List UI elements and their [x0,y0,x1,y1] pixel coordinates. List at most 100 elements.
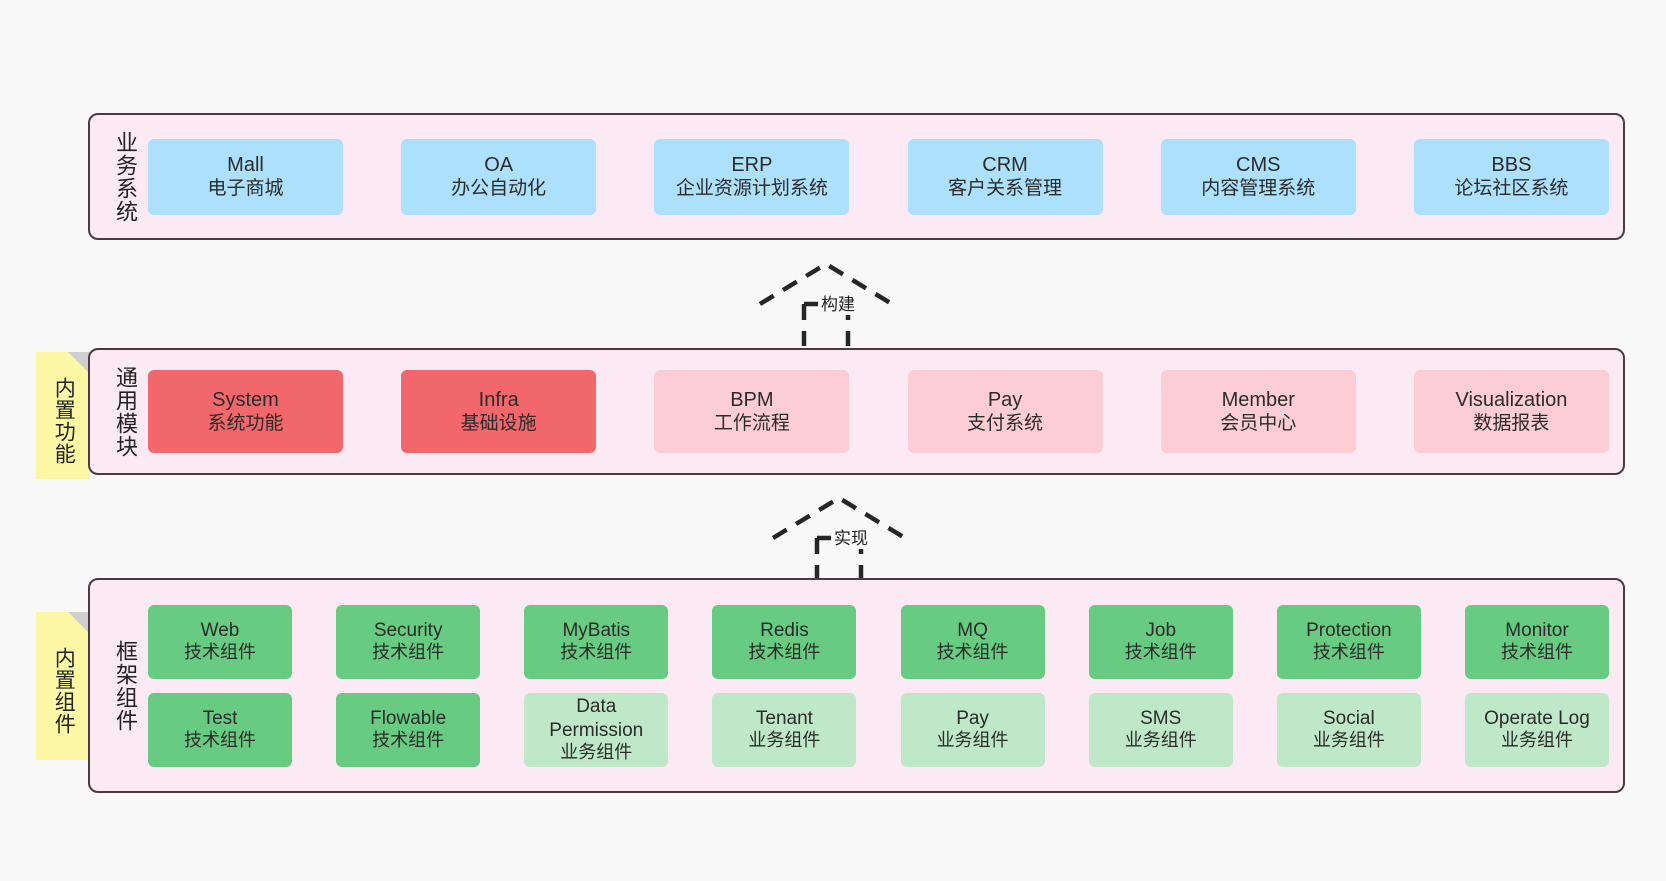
box-cn-label: 业务组件 [748,730,821,751]
component-box-web[interactable]: Web 技术组件 [148,604,292,679]
arrow-implement: 实现 [765,492,925,582]
box-en-label: SMS [1140,707,1182,729]
box-cn-label: 客户关系管理 [948,178,1063,200]
framework-column: MyBatis 技术组件 Data Permission 业务组件 [524,604,669,767]
layer-title-framework: 框架组件 [113,639,138,732]
component-box-job[interactable]: Job 技术组件 [1088,604,1233,679]
box-en-label: Redis [760,619,809,641]
box-cn-label: 技术组件 [1124,642,1197,663]
arrow-build: 构建 [752,258,912,348]
component-box-security[interactable]: Security 技术组件 [336,604,481,679]
note-fold-icon [68,352,90,374]
box-cn-label: 论坛社区系统 [1454,178,1569,200]
component-box-pay[interactable]: Pay 业务组件 [900,692,1045,767]
box-en-label: ERP [731,153,773,176]
note-builtin-components: 内置组件 [36,612,90,760]
layer-framework-components: 框架组件 Web 技术组件 Test 技术组件 Security 技术组件 Fl… [88,578,1625,793]
box-en-label: System [212,388,279,411]
component-box-tenant[interactable]: Tenant 业务组件 [712,692,857,767]
component-box-data-permission[interactable]: Data Permission 业务组件 [524,692,669,767]
box-en-label: Test [202,707,238,729]
box-en-label: Social [1322,707,1375,729]
business-box-crm[interactable]: CRM 客户关系管理 [907,138,1103,215]
box-en-label: Visualization [1455,388,1568,411]
box-cn-label: 技术组件 [372,730,445,751]
framework-column: Security 技术组件 Flowable 技术组件 [336,604,481,767]
box-cn-label: 工作流程 [713,413,790,435]
box-cn-label: 业务组件 [936,730,1009,751]
component-box-monitor[interactable]: Monitor 技术组件 [1464,604,1609,679]
box-en-label: Flowable [370,707,447,729]
arrow-build-label: 构建 [818,290,858,315]
box-en-label: BPM [730,388,774,411]
box-en-label: Security [373,619,443,641]
component-box-flowable[interactable]: Flowable 技术组件 [336,692,481,767]
component-box-mybatis[interactable]: MyBatis 技术组件 [524,604,669,679]
module-box-bpm[interactable]: BPM 工作流程 [654,370,850,453]
framework-box-grid: Web 技术组件 Test 技术组件 Security 技术组件 Flowabl… [138,604,1623,767]
component-box-social[interactable]: Social 业务组件 [1276,692,1421,767]
box-en-label: Tenant [755,707,813,729]
common-box-list: System 系统功能 Infra 基础设施 BPM 工作流程 Pay 支付系统… [138,370,1623,453]
module-box-member[interactable]: Member 会员中心 [1160,370,1356,453]
module-box-visualization[interactable]: Visualization 数据报表 [1413,370,1609,453]
component-box-test[interactable]: Test 技术组件 [148,692,292,767]
layer-business-systems: 业务系统 Mall 电子商城 OA 办公自动化 ERP 企业资源计划系统 CRM… [88,113,1625,240]
box-cn-label: 会员中心 [1220,413,1297,435]
box-cn-label: 数据报表 [1473,413,1550,435]
business-box-cms[interactable]: CMS 内容管理系统 [1160,138,1356,215]
box-cn-label: 业务组件 [560,741,633,762]
box-cn-label: 业务组件 [1500,730,1573,751]
box-en-label: CMS [1236,153,1281,176]
component-box-redis[interactable]: Redis 技术组件 [712,604,857,679]
box-cn-label: 技术组件 [936,642,1009,663]
module-box-infra[interactable]: Infra 基础设施 [401,370,597,453]
box-en-label: Protection [1306,619,1392,641]
business-box-list: Mall 电子商城 OA 办公自动化 ERP 企业资源计划系统 CRM 客户关系… [138,138,1623,215]
box-cn-label: 技术组件 [1312,642,1385,663]
module-box-system[interactable]: System 系统功能 [148,370,343,453]
box-en-label: Mall [227,153,264,176]
business-box-oa[interactable]: OA 办公自动化 [401,138,597,215]
box-en-label: Operate Log [1484,707,1590,729]
arrow-implement-label: 实现 [831,524,871,549]
box-cn-label: 技术组件 [748,642,821,663]
box-cn-label: 内容管理系统 [1201,178,1316,200]
layer-common-modules: 通用模块 System 系统功能 Infra 基础设施 BPM 工作流程 Pay… [88,348,1625,475]
box-cn-label: 技术组件 [560,642,633,663]
box-cn-label: 电子商城 [207,178,284,200]
layer-title-common: 通用模块 [113,365,138,458]
component-box-sms[interactable]: SMS 业务组件 [1088,692,1233,767]
box-cn-label: 业务组件 [1124,730,1197,751]
box-en-label: Job [1145,619,1177,641]
box-en-label: Data Permission [549,696,644,741]
framework-column: Protection 技术组件 Social 业务组件 [1276,604,1421,767]
component-box-protection[interactable]: Protection 技术组件 [1276,604,1421,679]
box-cn-label: 技术组件 [184,730,256,751]
box-cn-label: 系统功能 [207,413,284,435]
business-box-mall[interactable]: Mall 电子商城 [148,138,343,215]
note-builtin-functions: 内置功能 [36,352,90,479]
business-box-bbs[interactable]: BBS 论坛社区系统 [1413,138,1609,215]
box-cn-label: 办公自动化 [451,178,547,200]
framework-column: MQ 技术组件 Pay 业务组件 [900,604,1045,767]
note-label: 内置组件 [52,647,76,735]
component-box-operate-log[interactable]: Operate Log 业务组件 [1464,692,1609,767]
box-cn-label: 业务组件 [1312,730,1385,751]
box-cn-label: 技术组件 [184,642,256,663]
layer-title-business: 业务系统 [113,130,138,223]
box-cn-label: 企业资源计划系统 [675,178,828,200]
box-cn-label: 技术组件 [372,642,445,663]
component-box-mq[interactable]: MQ 技术组件 [900,604,1045,679]
box-en-label: Pay [987,388,1023,411]
box-cn-label: 基础设施 [460,413,537,435]
box-en-label: Pay [956,707,989,729]
module-box-pay[interactable]: Pay 支付系统 [907,370,1103,453]
box-en-label: MQ [957,619,988,641]
framework-column: Redis 技术组件 Tenant 业务组件 [712,604,857,767]
note-fold-icon [68,612,90,634]
box-en-label: MyBatis [562,619,631,641]
framework-column: Monitor 技术组件 Operate Log 业务组件 [1464,604,1609,767]
business-box-erp[interactable]: ERP 企业资源计划系统 [654,138,850,215]
note-label: 内置功能 [52,376,76,465]
